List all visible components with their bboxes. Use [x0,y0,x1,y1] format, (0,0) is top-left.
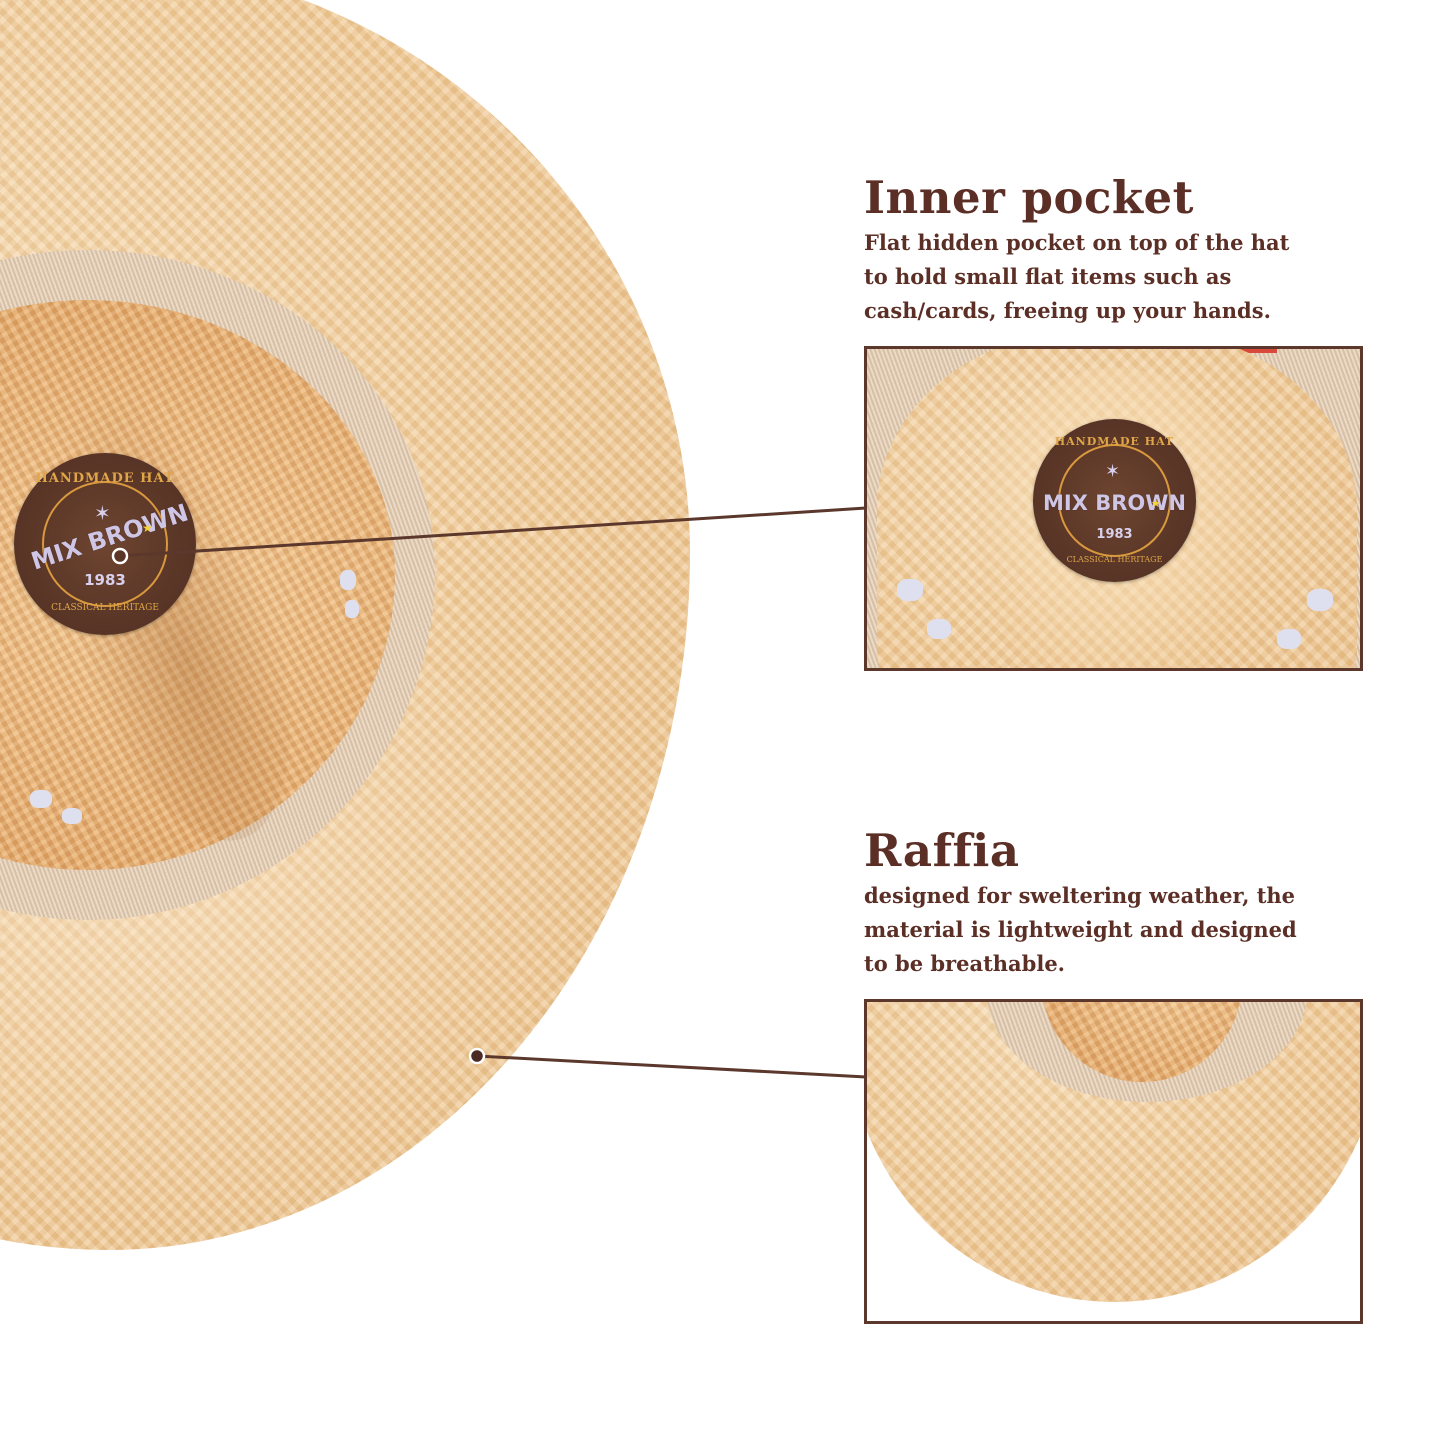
patch-bottom-text: CLASSICAL HERITAGE [51,603,159,613]
vent-hole [927,619,951,639]
vent-hole [30,790,52,808]
hat-photo: HANDMADE HAT ✶ MIX BROWN ★ 1983 CLASSICA… [0,0,720,1260]
star-icon: ✶ [1105,461,1121,482]
star-icon: ✶ [94,501,111,525]
patch-top-text: HANDMADE HAT [35,471,175,486]
vent-hole [340,570,356,590]
brand-patch: HANDMADE HAT ✶ MIX BROWN ★ 1983 CLASSICA… [14,453,196,635]
feature-description-line: material is lightweight and designed [864,917,1297,942]
vent-hole [62,808,82,824]
feature-description-line: to hold small flat items such as [864,264,1232,289]
feature-description-line: to be breathable. [864,951,1065,976]
patch-top-text: HANDMADE HAT [1054,435,1175,448]
vent-hole [345,600,359,618]
vent-hole [897,579,923,601]
feature-title: Inner pocket [864,171,1194,224]
feature-description-line: designed for sweltering weather, the [864,883,1296,908]
feature-title: Raffia [864,824,1020,877]
patch-bottom-text: CLASSICAL HERITAGE [1066,555,1163,564]
inner-pocket-detail-image: HANDMADE HAT ✶ MIX BROWN ★ 1983 CLASSICA… [864,346,1363,671]
raffia-detail-image [864,999,1363,1324]
feature-description-line: Flat hidden pocket on top of the hat [864,230,1290,255]
inner-pocket-connector [119,506,867,558]
feature-description-line: cash/cards, freeing up your hands. [864,298,1271,323]
yellow-star-icon: ★ [1151,497,1161,510]
feature-raffia: Raffia designed for sweltering weather, … [864,823,1424,981]
patch-brand-text: MIX BROWN [1043,491,1186,515]
vent-hole [1307,589,1333,611]
vent-hole [1277,629,1301,649]
brand-patch-closeup: HANDMADE HAT ✶ MIX BROWN ★ 1983 CLASSICA… [1033,419,1196,582]
feature-inner-pocket: Inner pocket Flat hidden pocket on top o… [864,170,1424,328]
yellow-star-icon: ★ [142,521,153,535]
raffia-connector [476,1054,867,1079]
inner-pocket-marker [111,547,129,565]
raffia-marker [468,1047,486,1065]
patch-year-text: 1983 [1096,527,1133,542]
patch-year-text: 1983 [84,571,126,589]
